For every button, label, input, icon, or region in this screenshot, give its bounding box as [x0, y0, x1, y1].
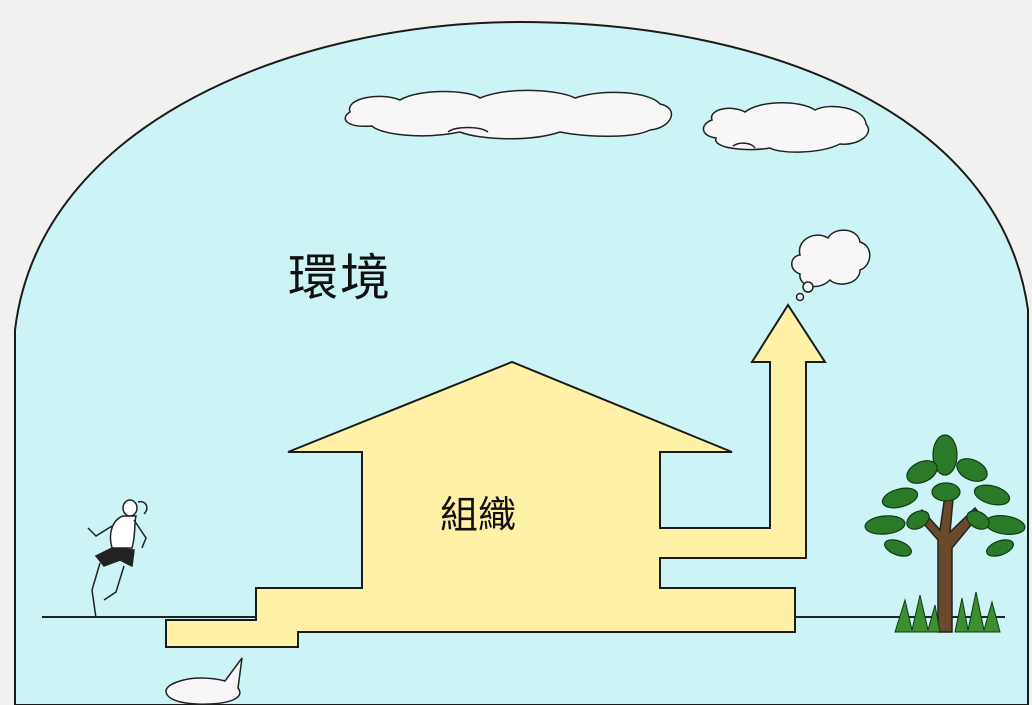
- runner-figure: [87, 499, 148, 619]
- speech-bubble: [165, 657, 243, 705]
- environment-label: 環境: [288, 249, 392, 307]
- tree-illustration: [864, 434, 1026, 633]
- organization-label: 組織: [440, 493, 517, 537]
- thought-cloud: [791, 229, 871, 302]
- organization-house: [165, 303, 827, 648]
- cloud-large: [344, 89, 673, 140]
- cloud-small: [702, 102, 870, 153]
